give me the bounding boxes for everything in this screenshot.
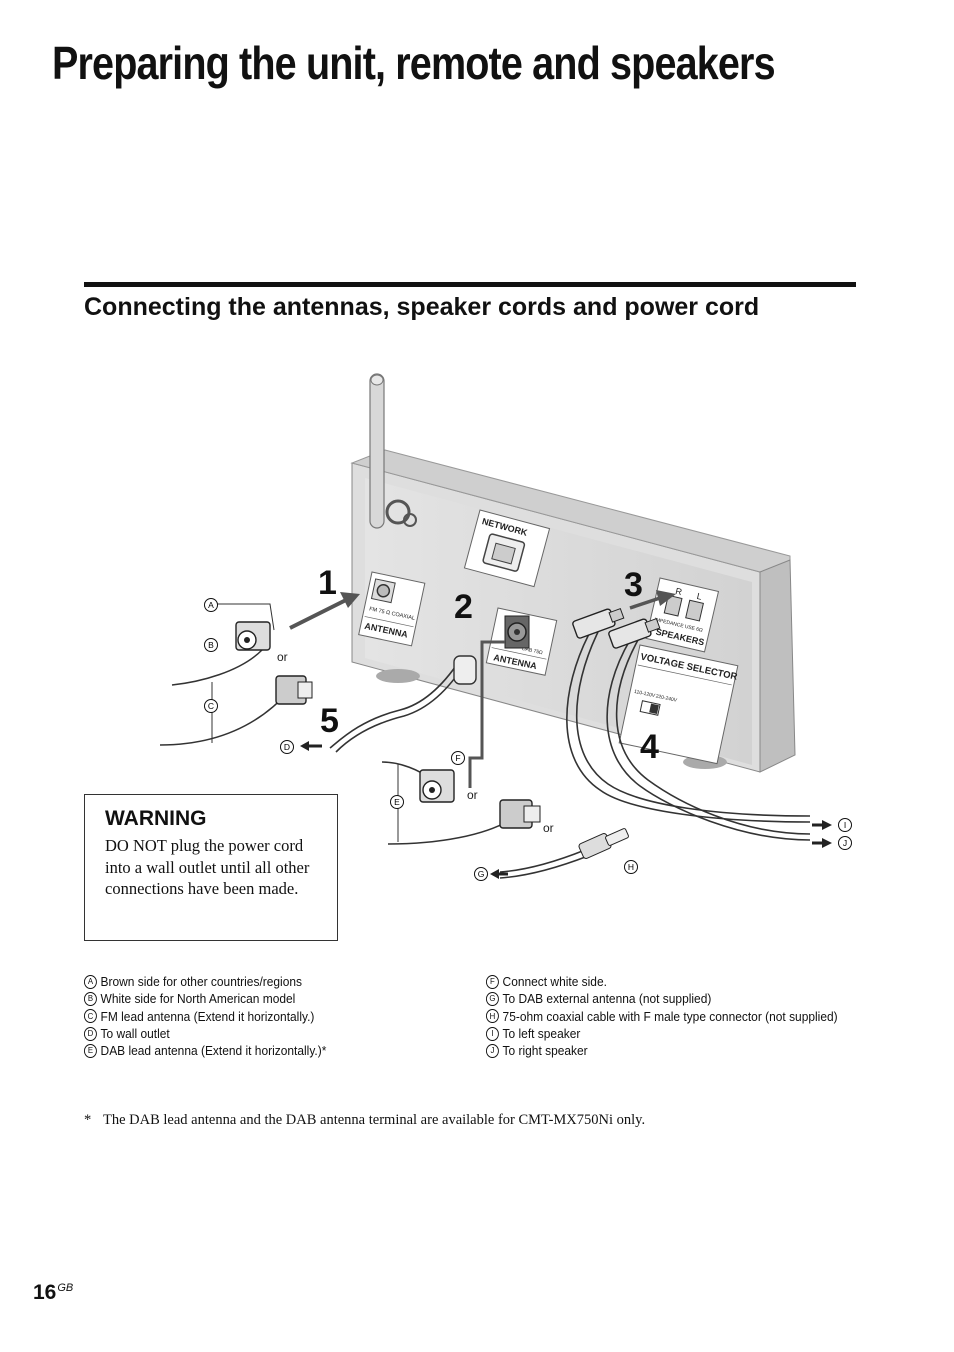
network-panel: NETWORK (463, 509, 551, 588)
connection-diagram: NETWORK FM 75 Ω COAXIAL ANTENNA DAB 75Ω … (0, 360, 954, 960)
legend-letter: F (486, 974, 499, 989)
dab-connector (504, 615, 530, 649)
legend-text: FM lead antenna (Extend it horizontally.… (100, 1008, 315, 1024)
legend-letter: D (84, 1026, 97, 1041)
connection-diagram-svg: NETWORK FM 75 Ω COAXIAL ANTENNA DAB 75Ω … (159, 373, 852, 881)
callout-letter: D (284, 742, 290, 752)
legend-text: To left speaker (502, 1025, 581, 1041)
dab-alt-plug (499, 799, 541, 829)
legend-text: To right speaker (502, 1043, 588, 1059)
step-number: 4 (640, 728, 659, 766)
dab-small-label: DAB 75Ω (521, 646, 543, 656)
legend-letter: G (486, 991, 499, 1006)
legend-letter: H (486, 1009, 499, 1024)
callouts: A B C D E F G H I J (204, 598, 852, 881)
callout-letter: F (455, 753, 460, 763)
step-number: 3 (624, 566, 643, 604)
callout-letter: E (394, 797, 400, 807)
step-number: 5 (320, 702, 339, 740)
legend-letter: I (486, 1026, 499, 1041)
footnote-mark: * (84, 1112, 92, 1128)
legend-letter: B (84, 991, 97, 1006)
callout-letter: A (208, 600, 214, 610)
legend-text: Brown side for other countries/regions (100, 974, 302, 989)
footnote: * The DAB lead antenna and the DAB antenn… (84, 1112, 645, 1129)
callout-letter: G (478, 869, 485, 879)
legend-text: Connect white side. (502, 974, 607, 989)
power-cord (329, 655, 477, 753)
warning-title: WARNING (105, 807, 207, 830)
callout-letter: J (843, 838, 847, 848)
arrow-step-3-head (656, 590, 676, 606)
coaxial-f-connector (499, 828, 629, 879)
arrow-to-right-speaker-head (822, 838, 832, 848)
callout-letter: I (844, 820, 846, 830)
legend-text: White side for North American model (100, 991, 296, 1007)
legend-letter: E (84, 1043, 97, 1058)
speaker-cords (566, 631, 811, 841)
legend-letter: J (486, 1043, 499, 1058)
callout-letter: H (628, 862, 634, 872)
or-label: or (543, 821, 554, 835)
wireless-antenna (369, 373, 417, 529)
page-number: 16GB (33, 1281, 73, 1305)
speakers-l-label: L (696, 591, 703, 602)
legend-text: To DAB external antenna (not supplied) (502, 991, 712, 1007)
fm-plug (235, 621, 271, 651)
page-number-value: 16 (33, 1281, 57, 1304)
section-rule (84, 282, 856, 287)
speakers-r-label: R (674, 586, 683, 597)
arrow-to-dab-external-head (490, 869, 499, 879)
callout-letter: C (208, 701, 214, 711)
voltage-high-label: 220-240V (655, 693, 678, 704)
page-title: Preparing the unit, remote and speakers (52, 37, 776, 89)
step-number: 1 (318, 564, 337, 602)
page-number-suffix: GB (57, 1282, 74, 1294)
dab-plug (419, 769, 455, 803)
arrow-step-3 (629, 596, 661, 610)
voltage-low-label: 110-120V (634, 689, 657, 699)
legend-text: To wall outlet (100, 1025, 170, 1041)
or-label: or (277, 650, 288, 664)
arrow-step-1-head (340, 592, 360, 608)
fm-alt-plug (275, 675, 313, 705)
callout-letter: B (208, 640, 214, 650)
arrow-to-left-speaker-head (822, 820, 832, 830)
fm-antenna-panel: FM 75 Ω COAXIAL ANTENNA (358, 571, 426, 647)
voltage-selector-panel: VOLTAGE SELECTOR 110-120V 220-240V (618, 644, 739, 765)
section-heading: Connecting the antennas, speaker cords a… (84, 293, 760, 321)
warning-text: DO NOT plug the power cord into a wall o… (105, 836, 310, 898)
legend-letter: C (84, 1009, 97, 1024)
arrow-step-1 (289, 598, 347, 630)
footnote-text: The DAB lead antenna and the DAB antenna… (103, 1112, 646, 1128)
warning-box: WARNING DO NOT plug the power cord into … (84, 794, 338, 941)
or-label: or (467, 788, 478, 802)
step-number: 2 (454, 588, 473, 626)
arrow-to-wall-outlet-head (300, 741, 309, 751)
legend-text: DAB lead antenna (Extend it horizontally… (100, 1043, 327, 1059)
legend-text: 75-ohm coaxial cable with F male type co… (502, 1008, 838, 1024)
legend-letter: A (84, 974, 97, 989)
speaker-plugs (572, 608, 661, 649)
